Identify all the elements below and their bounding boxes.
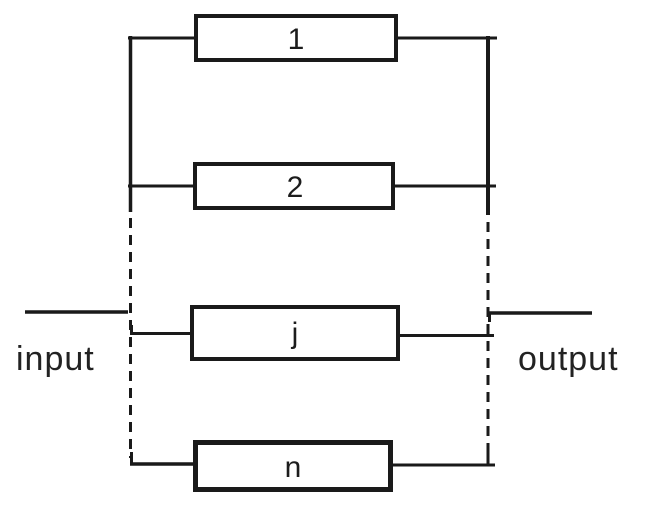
- component-box-2: [193, 162, 395, 210]
- component-box-1: [194, 14, 398, 62]
- output-label: output: [518, 340, 619, 378]
- component-label-n: n: [285, 451, 302, 484]
- component-label-1: 1: [288, 23, 305, 56]
- input-label: input: [16, 340, 95, 378]
- component-box-j: [190, 305, 400, 361]
- component-label-2: 2: [287, 171, 304, 204]
- component-label-j: j: [291, 317, 299, 350]
- component-box-n: [193, 440, 393, 492]
